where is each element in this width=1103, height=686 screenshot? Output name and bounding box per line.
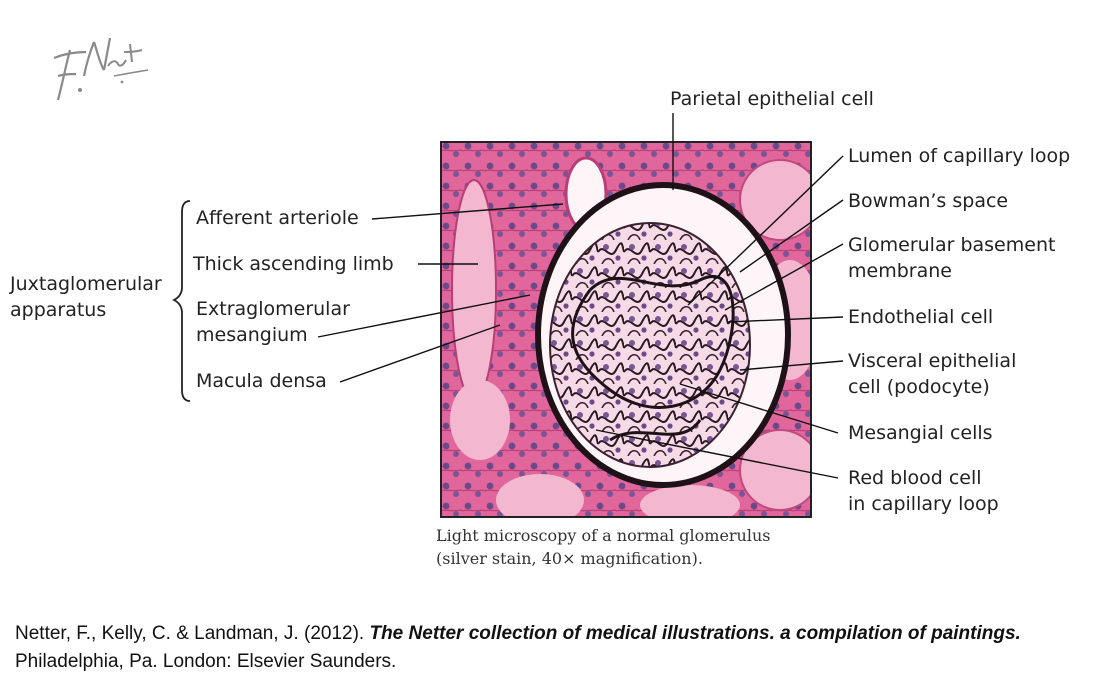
caption-line1: Light microscopy of a normal glomerulus [436,526,771,545]
label-mesangial-cells: Mesangial cells [848,422,993,444]
label-rbc-line1: Red blood cell [848,467,982,489]
label-endothelial-cell: Endothelial cell [848,306,994,328]
label-thick-ascending-limb: Thick ascending limb [193,253,394,275]
leader-lines [317,113,844,479]
citation: Netter, F., Kelly, C. & Landman, J. (201… [15,620,1085,676]
citation-authors: Netter, F., Kelly, C. & Landman, J. (201… [15,623,370,644]
caption-line2: (silver stain, 40× magnification). [436,549,703,568]
label-lumen-capillary-loop: Lumen of capillary loop [848,145,1071,167]
label-parietal-epithelial-cell: Parietal epithelial cell [670,88,874,110]
label-macula-densa: Macula densa [196,370,327,392]
label-extraglomerular-line2: mesangium [196,324,308,346]
citation-book-title: The Netter collection of medical illustr… [369,623,1021,644]
label-afferent-arteriole: Afferent arteriole [196,207,359,229]
label-bowmans-space: Bowman’s space [848,190,1009,212]
label-visceral-line2: cell (podocyte) [848,376,990,398]
citation-publisher: Philadelphia, Pa. London: Elsevier Saund… [15,651,397,672]
label-gbm-line2: membrane [848,260,952,282]
netter-signature-logo [53,37,149,101]
group-label-line1: Juxtaglomerular [10,273,162,295]
label-gbm-line1: Glomerular basement [848,234,1056,256]
histology-image [441,142,811,517]
jga-bracket [171,200,191,402]
label-visceral-line1: Visceral epithelial [848,350,1017,372]
label-rbc-line2: in capillary loop [848,493,999,515]
label-extraglomerular-line1: Extraglomerular [196,298,350,320]
figure-caption: Light microscopy of a normal glomerulus … [436,524,771,570]
group-label-line2: apparatus [10,299,107,321]
